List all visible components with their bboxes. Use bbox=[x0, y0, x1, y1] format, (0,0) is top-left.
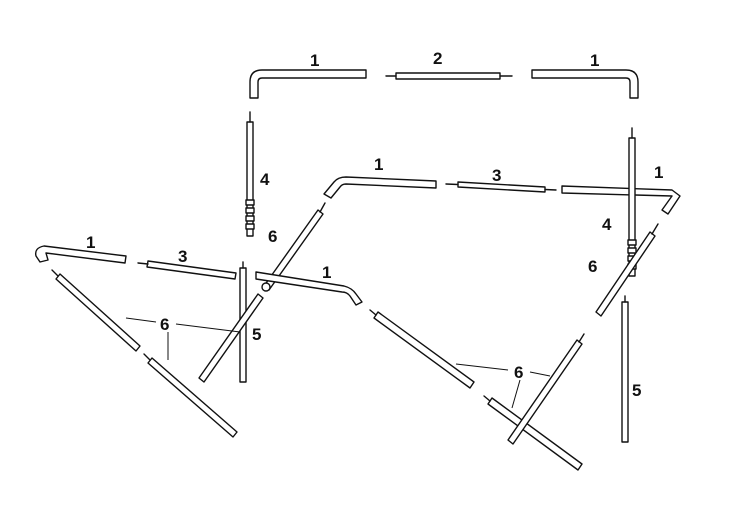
part-leg-right bbox=[621, 295, 629, 443]
part-corner-mid-right bbox=[561, 185, 681, 215]
part-brace-left-lower-short bbox=[198, 293, 264, 383]
label-top-left-corner: 1 bbox=[310, 51, 319, 70]
part-corner-top-right bbox=[531, 69, 639, 99]
part-corner-lower-mid bbox=[255, 271, 363, 306]
leader-line bbox=[455, 363, 509, 371]
label-lower-mid-corner: 1 bbox=[322, 263, 331, 282]
label-lower-left-center: 3 bbox=[178, 247, 187, 266]
label-top-right-corner: 1 bbox=[590, 51, 599, 70]
part-brace-center-cross bbox=[507, 333, 585, 445]
label-right-leg: 5 bbox=[632, 381, 641, 400]
label-left-brace: 6 bbox=[268, 227, 277, 246]
label-mid-left-corner: 1 bbox=[374, 155, 383, 174]
part-brace-center-upper bbox=[369, 309, 475, 389]
part-corner-mid-left bbox=[323, 176, 437, 199]
part-center-top bbox=[385, 72, 513, 80]
part-brace-far-left-lower bbox=[143, 353, 238, 438]
leader-line bbox=[175, 323, 241, 333]
part-brace-right bbox=[595, 223, 659, 317]
leader-line bbox=[511, 379, 521, 409]
part-corner-top-left bbox=[249, 69, 367, 99]
label-left-leg: 5 bbox=[252, 325, 261, 344]
part-center-lower-left bbox=[137, 260, 237, 280]
label-lower-left-corner: 1 bbox=[86, 233, 95, 252]
label-center-braces: 6 bbox=[514, 363, 523, 382]
label-mid-right-corner: 1 bbox=[654, 163, 663, 182]
label-right-post: 4 bbox=[602, 215, 612, 234]
part-center-mid bbox=[445, 181, 557, 193]
part-post-upper-left bbox=[245, 111, 255, 237]
label-right-brace: 6 bbox=[588, 257, 597, 276]
label-left-leg-braces: 6 bbox=[160, 315, 169, 334]
label-upper-left-post: 4 bbox=[260, 170, 270, 189]
label-top-center: 2 bbox=[433, 49, 442, 68]
leader-line bbox=[125, 317, 157, 323]
label-mid-center: 3 bbox=[492, 166, 501, 185]
leader-line bbox=[529, 371, 551, 377]
part-brace-center-lower bbox=[483, 395, 583, 471]
part-post-right bbox=[627, 127, 637, 277]
part-brace-far-left-upper bbox=[51, 269, 141, 352]
part-corner-lower-left bbox=[34, 245, 127, 264]
part-brace-left-upper bbox=[261, 202, 326, 292]
